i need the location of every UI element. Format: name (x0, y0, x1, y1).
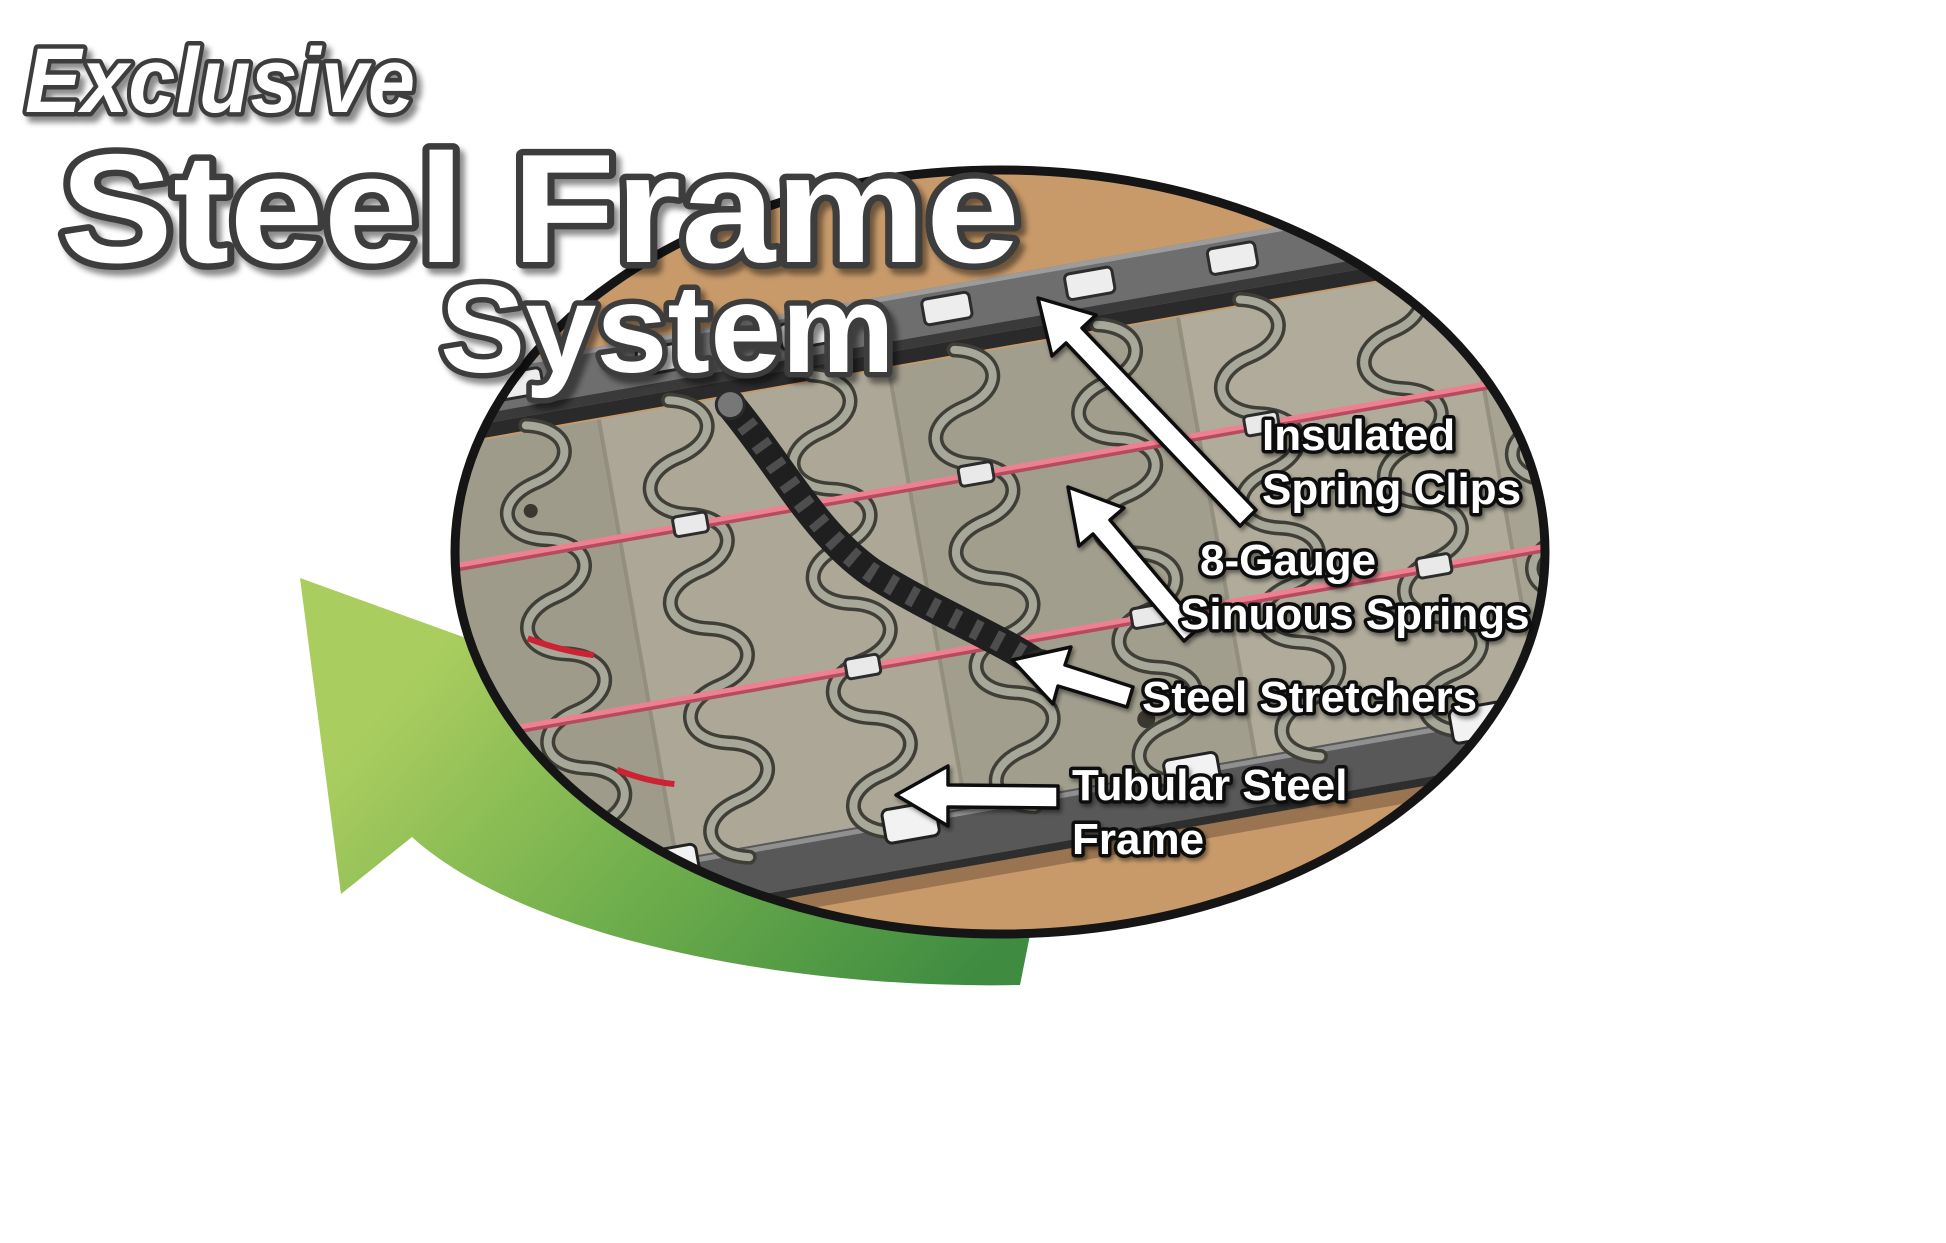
ellipse-border (450, 165, 1550, 939)
callout-arrows (894, 296, 1258, 828)
label-tubular-steel-frame-line1: Tubular Steel (1072, 761, 1347, 810)
label-tubular-steel-frame-line2: Frame (1072, 815, 1204, 864)
label-sinuous-springs-line2: Sinuous Springs (1180, 590, 1530, 639)
arrow-to-spring-clip (1036, 296, 1258, 528)
arrow-to-steel-stretcher (1010, 645, 1135, 709)
label-insulated-spring-clips-line2: Spring Clips (1262, 465, 1521, 514)
label-sinuous-springs-line1: 8-Gauge (1200, 536, 1376, 585)
arrow-to-sinuous-spring (1066, 485, 1202, 643)
callout-labels: Insulated Spring Clips 8-Gauge Sinuous S… (1069, 408, 1534, 868)
rail-hole (523, 503, 538, 518)
headline-steel-frame: Steel Frame (60, 122, 1020, 295)
label-steel-stretchers: Steel Stretchers (1142, 673, 1477, 722)
headline-system: System (440, 260, 895, 399)
headline: Exclusive Steel Frame System (21, 26, 1027, 405)
label-insulated-spring-clips-line1: Insulated (1262, 411, 1455, 460)
headline-exclusive: Exclusive (25, 30, 415, 132)
rail-hole (1137, 710, 1156, 729)
wire-clips (671, 409, 1454, 681)
arrow-to-tubular-frame (894, 764, 1060, 828)
red-wire-end (526, 635, 595, 659)
red-wire-end (615, 767, 675, 788)
